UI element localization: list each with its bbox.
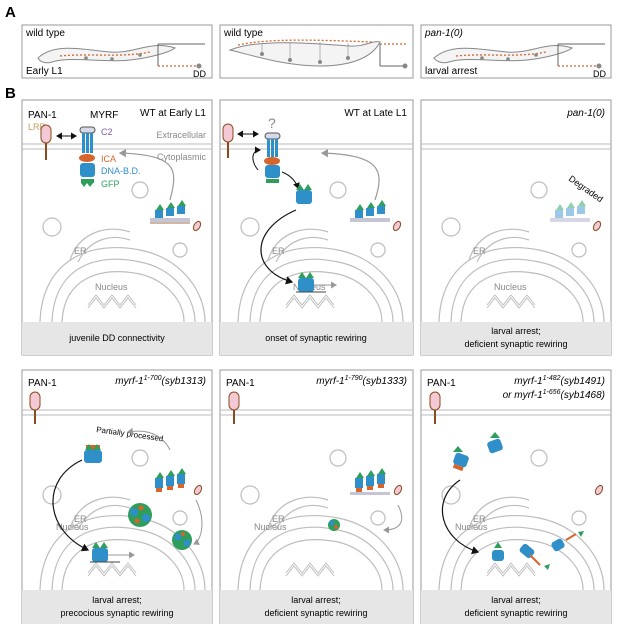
dbd-label: DNA-B.D. [101, 166, 141, 176]
er-label: ER [272, 514, 285, 524]
myrf-trimer-icon [264, 132, 281, 183]
pan1-label: PAN-1 [28, 378, 57, 389]
panel-b4-title-main: myrf-1 [115, 376, 143, 387]
panel-b-frames [21, 99, 612, 624]
cell-membranes [22, 143, 611, 416]
myrf-label: MYRF [90, 110, 118, 121]
ica-label: ICA [101, 154, 116, 164]
myrf-partial-icon [84, 444, 102, 463]
caption-b6-line1: larval arrest; [491, 595, 541, 605]
er-label: ER [473, 514, 486, 524]
legend-b1: PAN-1 LRR MYRF C2 ICA DNA-B.D. GFP Extra… [28, 110, 206, 189]
pan1-icons-bottom [29, 391, 441, 424]
extracellular-label: Extracellular [156, 130, 206, 140]
panel-b5-title-main: myrf-1 [316, 376, 344, 387]
panel-a1-neuron: DD [193, 69, 206, 79]
c2-label: C2 [101, 127, 113, 137]
caption-b4-line1: larval arrest; [92, 595, 142, 605]
svg-text:or myrf-11-656(syb1468): or myrf-11-656(syb1468) [503, 389, 605, 401]
svg-text:myrf-11-482(syb1491): myrf-11-482(syb1491) [514, 375, 605, 387]
nucleus-label: Nucleus [56, 522, 89, 532]
nucleus-label: Nucleus [455, 522, 488, 532]
panel-b6-title-line2-sup: 1-656 [543, 389, 561, 396]
caption-b4-line2: precocious synaptic rewiring [60, 608, 173, 618]
panel-b6-title-sup: 1-482 [543, 375, 561, 382]
er-label: ER [272, 246, 285, 256]
panel-a-box-1: wild type Early L1 DD [21, 24, 213, 79]
panel-b4-title-suffix: (syb1313) [162, 376, 206, 387]
pan1-label: PAN-1 [28, 110, 57, 121]
panel-b5-content [328, 468, 403, 534]
lrr-label: LRR [28, 122, 47, 132]
pan1-label: PAN-1 [226, 378, 255, 389]
panel-a-box-3: pan-1(0) larval arrest DD [420, 24, 612, 79]
panel-b5-title-group: PAN-1 myrf-11-790(syb1333) [226, 375, 407, 389]
myrf-er-cluster-b1 [118, 149, 202, 232]
panel-a1-stage: Early L1 [26, 66, 63, 77]
svg-text:myrf-11-700(syb1313): myrf-11-700(syb1313) [115, 375, 206, 387]
panel-b-letter: B [5, 85, 16, 102]
panel-a3-neuron: DD [593, 69, 606, 79]
panel-a3-stage: larval arrest [425, 66, 477, 77]
panel-b1-title: WT at Early L1 [140, 108, 206, 119]
aggregate-icon [172, 530, 192, 550]
panel-b4-title-group: PAN-1 myrf-11-700(syb1313) [28, 375, 206, 389]
panel-b4-title-sup: 1-700 [144, 375, 162, 382]
panel-b6-title-line2-suffix: (syb1468) [561, 390, 605, 401]
caption-b3-line1: larval arrest; [491, 326, 541, 336]
cell-interior [39, 181, 605, 591]
myrf-fragment-icon [487, 432, 503, 454]
panel-b5-title-sup: 1-790 [345, 375, 363, 382]
worm-body [228, 41, 381, 67]
worm-body [37, 45, 177, 64]
gfp-label: GFP [101, 179, 120, 189]
panel-b3-title: pan-1(0) [566, 108, 605, 119]
myrf-fragment-icon [492, 542, 504, 561]
svg-text:myrf-11-790(syb1333): myrf-11-790(syb1333) [316, 375, 407, 387]
caption-b6-line2: deficient synaptic rewiring [464, 608, 567, 618]
panel-b6-title-group: PAN-1 myrf-11-482(syb1491) or myrf-11-65… [427, 375, 605, 401]
question-mark: ? [268, 115, 276, 131]
aggregate-icon [328, 519, 340, 531]
nucleus-label: Nucleus [95, 282, 128, 292]
panel-a2-title: wild type [223, 28, 263, 39]
er-label: ER [473, 246, 486, 256]
panel-a3-title: pan-1(0) [424, 28, 463, 39]
panel-b5-title-suffix: (syb1333) [363, 376, 407, 387]
panel-b6-title-line2: or myrf-1 [503, 390, 543, 401]
panel-a-letter: A [5, 4, 16, 21]
aggregate-icon [128, 503, 152, 527]
nucleus-label: Nucleus [494, 282, 527, 292]
myrf-fragment-icon [519, 543, 550, 570]
myrf-fragment-icon [452, 446, 469, 472]
myrf-fragment-icon [551, 531, 584, 552]
cytoplasmic-label: Cytoplasmic [157, 152, 207, 162]
panel-b6-title-suffix: (syb1491) [561, 376, 605, 387]
cleaved-myrf-icon [296, 184, 312, 204]
caption-b3-line2: deficient synaptic rewiring [464, 339, 567, 349]
caption-b5-line1: larval arrest; [291, 595, 341, 605]
panel-b2-title: WT at Late L1 [344, 108, 407, 119]
panel-b6-title-main: myrf-1 [514, 376, 542, 387]
er-label: ER [74, 246, 87, 256]
panel-a1-title: wild type [25, 28, 65, 39]
panel-a-box-2: wild type [219, 24, 414, 79]
caption-b2-line1: onset of synaptic rewiring [265, 333, 367, 343]
er-label: ER [74, 514, 87, 524]
myrf-trimer-icon [79, 126, 96, 187]
panel-b6-content [441, 432, 604, 570]
caption-b5-line2: deficient synaptic rewiring [264, 608, 367, 618]
nucleus-label: Nucleus [254, 522, 287, 532]
caption-b1-line1: juvenile DD connectivity [68, 333, 165, 343]
pan1-label: PAN-1 [427, 378, 456, 389]
panel-b2-content: ? [222, 115, 402, 293]
